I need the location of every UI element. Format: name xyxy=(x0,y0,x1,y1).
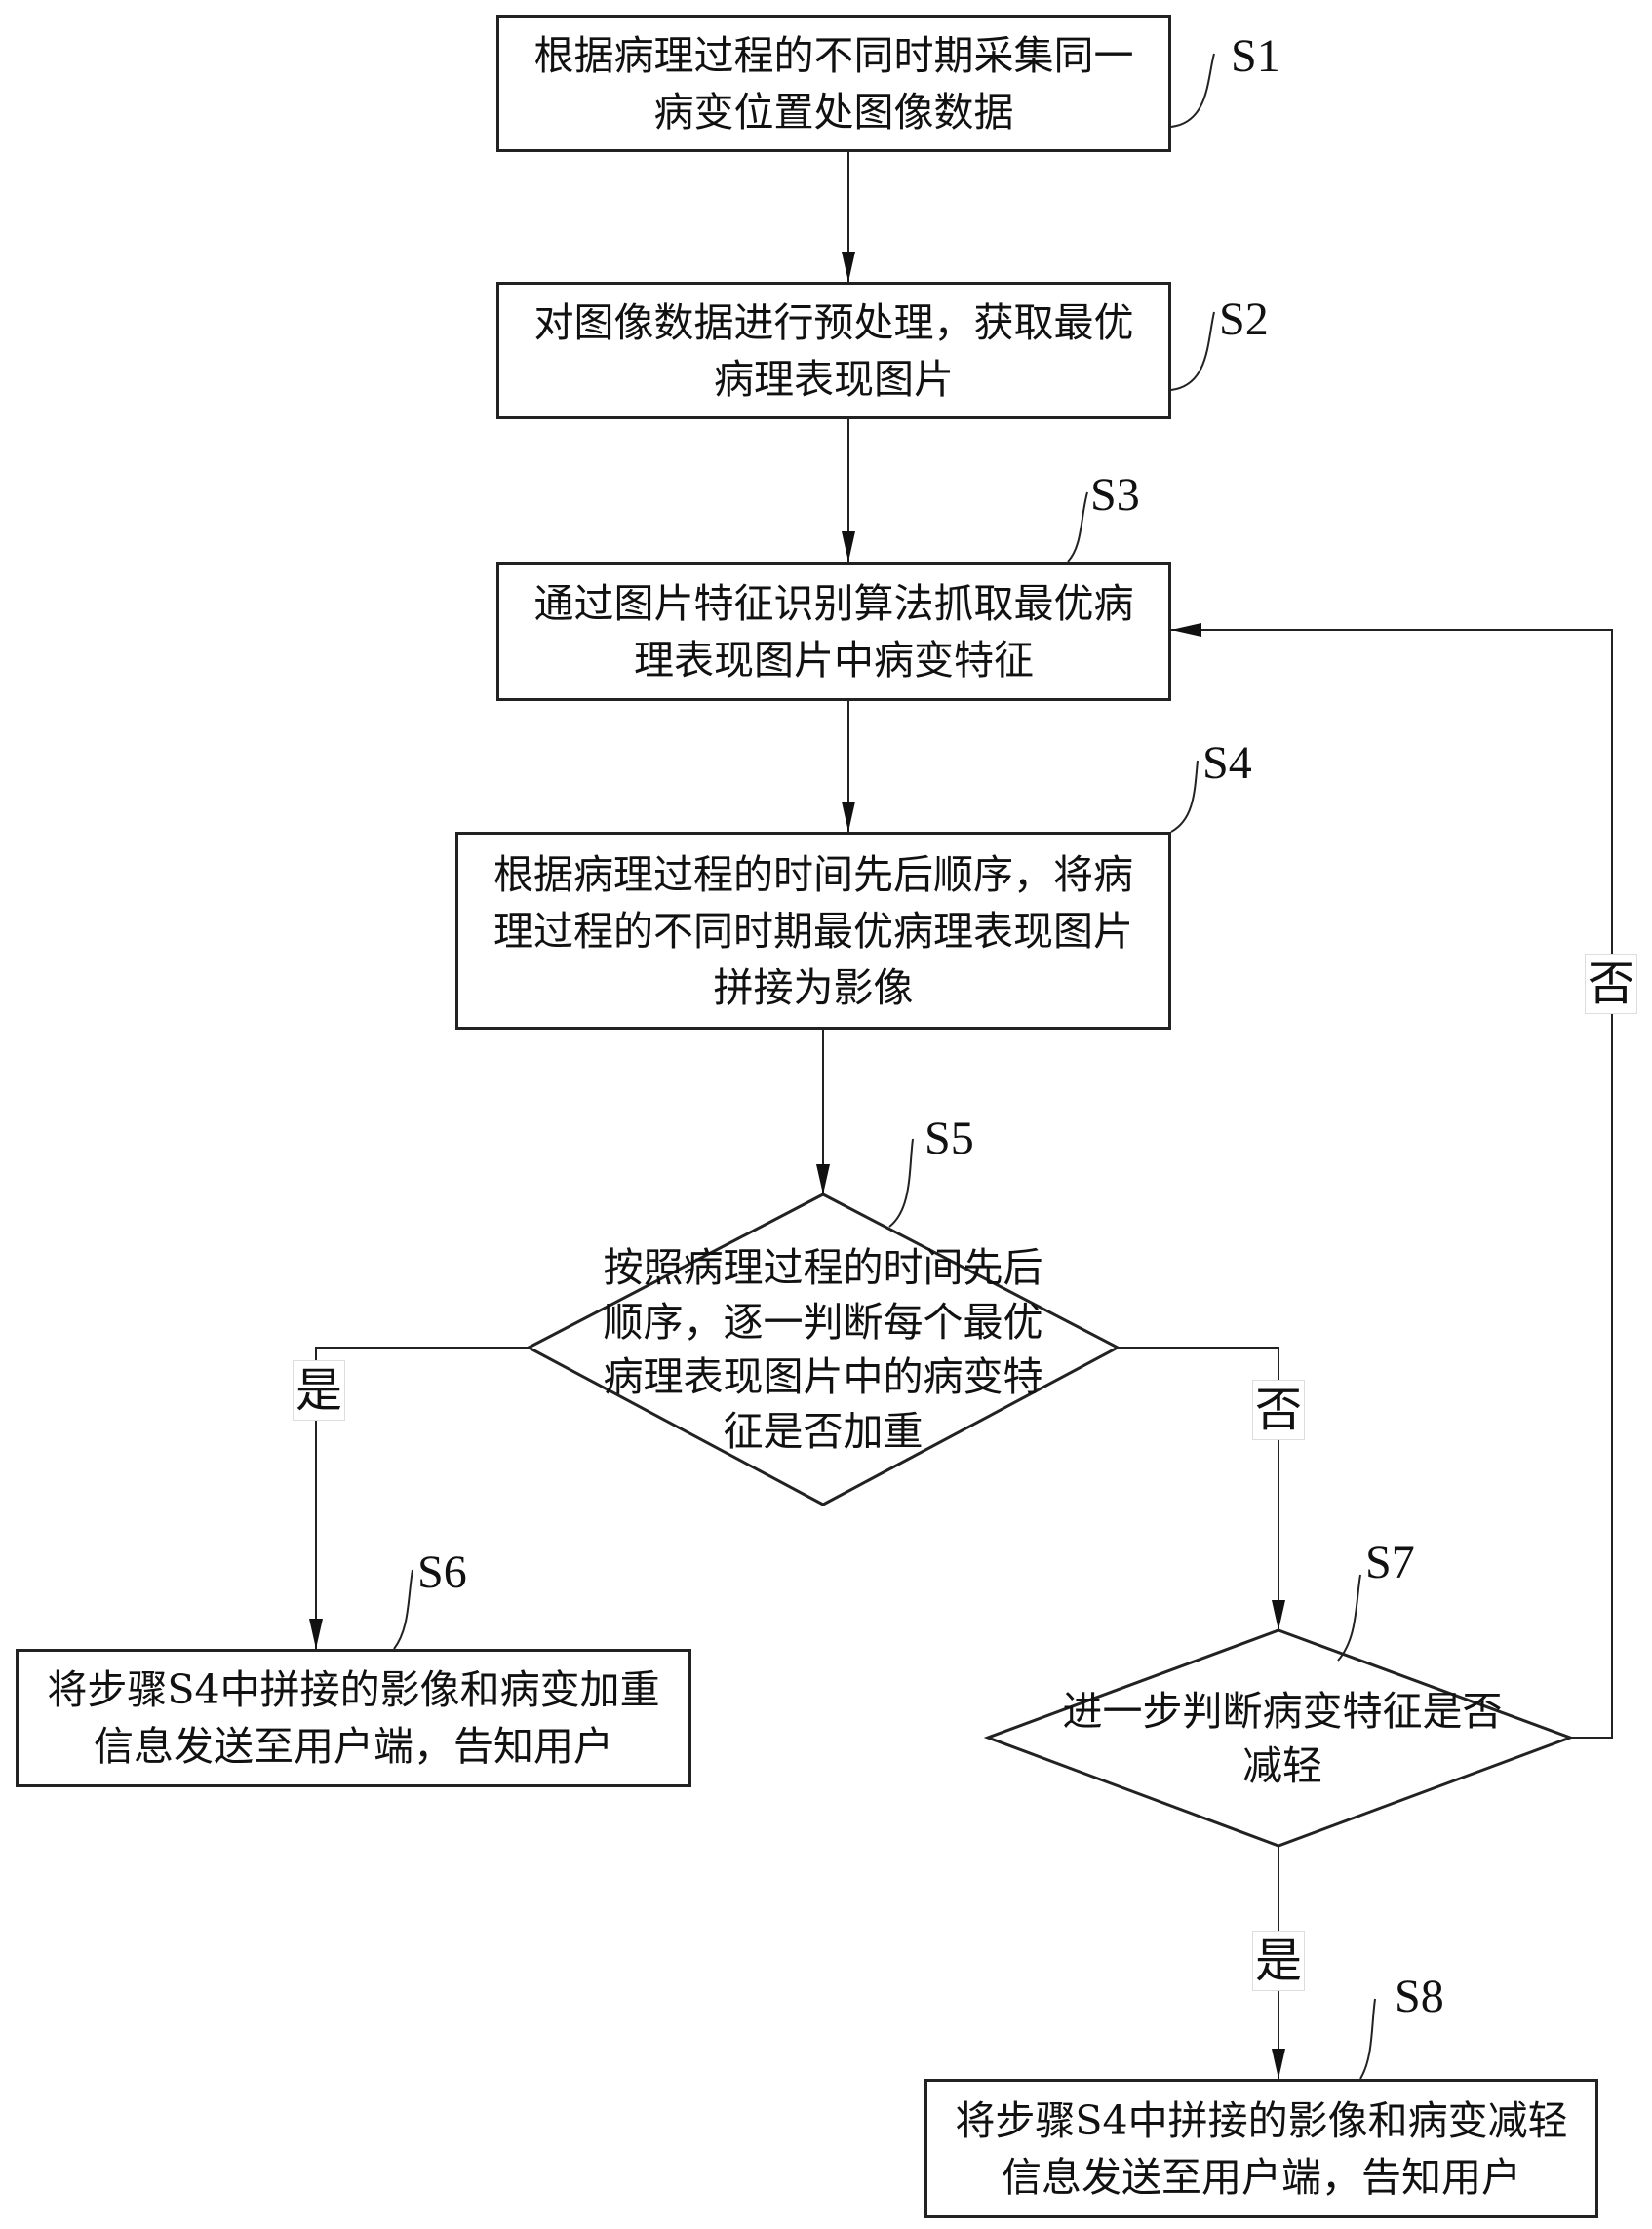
step-label-s7: S7 xyxy=(1365,1537,1415,1588)
process-text-s4: 根据病理过程的时间先后顺序，将病理过程的不同时期最优病理表现图片拼接为影像 xyxy=(493,850,1133,1011)
process-box-s8: 将步骤S4中拼接的影像和病变减轻信息发送至用户端，告知用户 xyxy=(924,2079,1598,2218)
process-box-s6: 将步骤S4中拼接的影像和病变加重信息发送至用户端，告知用户 xyxy=(16,1649,691,1787)
decision-text-s5: 按照病理过程的时间先后顺序，逐一判断每个最优病理表现图片中的病变特征是否加重 xyxy=(589,1236,1057,1463)
process-text-s8: 将步骤S4中拼接的影像和病变减轻信息发送至用户端，告知用户 xyxy=(955,2096,1568,2201)
process-box-s1: 根据病理过程的不同时期采集同一病变位置处图像数据 xyxy=(496,15,1171,152)
edge-label-s5-no: 否 xyxy=(1252,1380,1306,1440)
arrow-s5-s6 xyxy=(315,1347,529,1649)
leader-s4 xyxy=(1170,760,1199,833)
decision-s5-label: 按照病理过程的时间先后顺序，逐一判断每个最优病理表现图片中的病变特征是否加重 xyxy=(603,1244,1043,1455)
step-label-s8: S8 xyxy=(1395,1971,1444,2022)
leader-s6 xyxy=(393,1569,413,1650)
step-label-s1: S1 xyxy=(1231,30,1280,82)
step-label-s3: S3 xyxy=(1090,469,1140,521)
edge-label-s5-yes: 是 xyxy=(293,1360,346,1421)
process-text-s6: 将步骤S4中拼接的影像和病变加重信息发送至用户端，告知用户 xyxy=(47,1666,660,1770)
process-box-s2: 对图像数据进行预处理，获取最优病理表现图片 xyxy=(496,282,1171,419)
edge-label-s7-no: 否 xyxy=(1585,954,1638,1014)
process-box-s4: 根据病理过程的时间先后顺序，将病理过程的不同时期最优病理表现图片拼接为影像 xyxy=(455,832,1171,1030)
edge-label-s7-yes: 是 xyxy=(1252,1931,1306,1991)
decision-text-s7: 进一步判断病变特征是否减轻 xyxy=(1043,1682,1521,1794)
leader-s2 xyxy=(1170,311,1215,391)
leader-s1 xyxy=(1170,53,1215,128)
step-label-s5: S5 xyxy=(924,1113,974,1164)
process-text-s1: 根据病理过程的不同时期采集同一病变位置处图像数据 xyxy=(533,31,1134,136)
process-text-s3: 通过图片特征识别算法抓取最优病理表现图片中病变特征 xyxy=(533,579,1134,684)
process-text-s2: 对图像数据进行预处理，获取最优病理表现图片 xyxy=(533,298,1134,403)
leader-s7 xyxy=(1337,1574,1361,1662)
decision-s7-label: 进一步判断病变特征是否减轻 xyxy=(1062,1687,1503,1789)
decision-s5-shape xyxy=(525,1193,1121,1506)
arrow-s7-s3 xyxy=(1171,629,1613,1739)
step-label-s4: S4 xyxy=(1202,737,1252,789)
leader-s3 xyxy=(1067,491,1088,563)
step-label-s2: S2 xyxy=(1219,293,1269,345)
leader-s5 xyxy=(888,1138,914,1228)
leader-s8 xyxy=(1359,1998,1376,2080)
arrow-s5-s7 xyxy=(1118,1347,1279,1630)
process-box-s3: 通过图片特征识别算法抓取最优病理表现图片中病变特征 xyxy=(496,562,1171,701)
step-label-s6: S6 xyxy=(417,1546,467,1598)
